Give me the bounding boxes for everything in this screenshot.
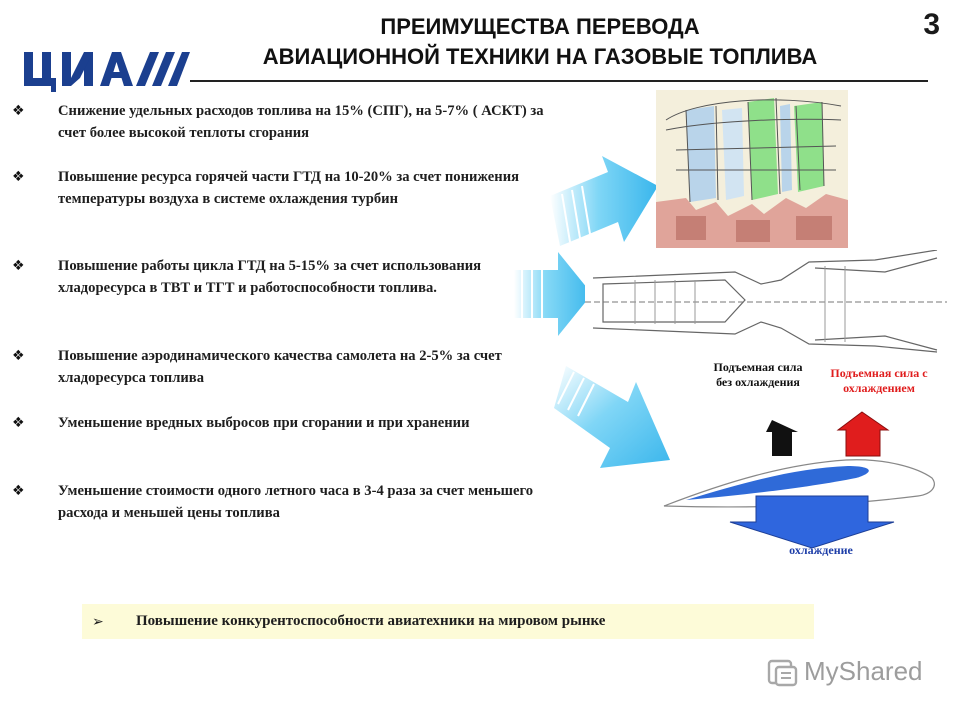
cooling-arrow-icon <box>729 495 895 549</box>
benefit-text: Повышение ресурса горячей части ГТД на 1… <box>58 169 519 207</box>
arrow-to-engine-icon <box>514 252 592 336</box>
conclusion-banner: ➢ Повышение конкурентоспособности авиате… <box>82 604 814 639</box>
lift-arrow-black-icon <box>766 420 798 456</box>
ciam-logo <box>24 52 190 92</box>
page-number: 3 <box>923 8 940 41</box>
title-line-2: АВИАЦИОННОЙ ТЕХНИКИ НА ГАЗОВЫЕ ТОПЛИВА <box>262 44 818 69</box>
diamond-bullet-icon: ❖ <box>12 258 25 274</box>
cooled-surface-icon <box>686 466 869 500</box>
title-line-1: ПРЕИМУЩЕСТВА ПЕРЕВОДА <box>380 14 700 39</box>
benefit-item: ❖ Повышение аэродинамического качества с… <box>12 345 578 389</box>
diamond-bullet-icon: ❖ <box>12 483 25 499</box>
lift-with-cooling-label: Подъемная сила с охлаждением <box>830 366 928 395</box>
benefit-text: Повышение аэродинамического качества сам… <box>58 348 502 386</box>
conclusion-text: Повышение конкурентоспособности авиатехн… <box>136 613 606 629</box>
lift-without-cooling-label: Подъемная сила без охлаждения <box>713 360 803 389</box>
arrow-bullet-icon: ➢ <box>92 613 104 630</box>
myshared-logo-icon <box>767 659 798 686</box>
benefit-text: Повышение работы цикла ГТД на 5-15% за с… <box>58 258 482 296</box>
engine-schematic-image <box>585 250 947 355</box>
benefit-text: Снижение удельных расходов топлива на 15… <box>58 103 544 141</box>
arrow-to-wing-icon <box>554 366 670 468</box>
diamond-bullet-icon: ❖ <box>12 415 25 431</box>
wing-diagram-graphic <box>663 411 935 549</box>
arrow-to-turbine-icon <box>550 156 658 246</box>
benefit-text: Уменьшение вредных выбросов при сгорании… <box>58 415 470 431</box>
lift-arrow-red-icon <box>836 411 890 457</box>
turbine-cooling-image <box>656 90 848 248</box>
title-divider <box>190 80 928 82</box>
benefit-item: ❖ Повышение ресурса горячей части ГТД на… <box>12 166 558 210</box>
cooling-label: охлаждение <box>789 543 853 557</box>
benefit-item: ❖ Повышение работы цикла ГТД на 5-15% за… <box>12 255 488 299</box>
slide-title: ПРЕИМУЩЕСТВА ПЕРЕВОДА АВИАЦИОННОЙ ТЕХНИК… <box>190 12 890 72</box>
benefit-item: ❖ Уменьшение стоимости одного летного ча… <box>12 480 558 524</box>
benefit-item: ❖ Уменьшение вредных выбросов при сгоран… <box>12 412 518 434</box>
diamond-bullet-icon: ❖ <box>12 169 25 185</box>
myshared-watermark: MyShared <box>766 656 923 687</box>
benefit-text: Уменьшение стоимости одного летного часа… <box>58 483 534 521</box>
diamond-bullet-icon: ❖ <box>12 348 25 364</box>
watermark-text: MyShared <box>804 656 923 686</box>
diamond-bullet-icon: ❖ <box>12 103 25 119</box>
wing-lift-diagram: Подъемная сила без охлаждения Подъемная … <box>656 360 956 570</box>
benefit-item: ❖ Снижение удельных расходов топлива на … <box>12 100 568 144</box>
